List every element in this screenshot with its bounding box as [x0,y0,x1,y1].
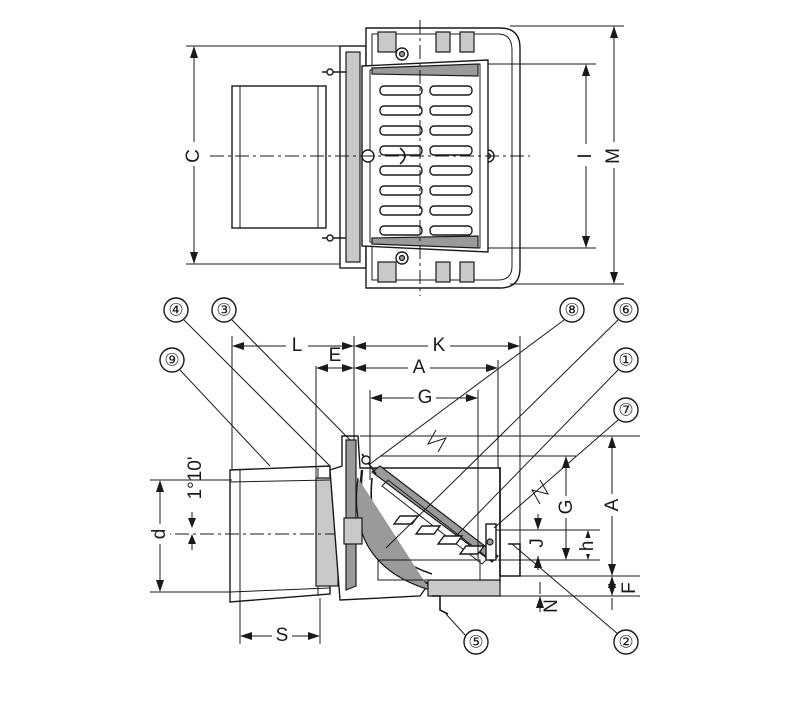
grate-slot [379,165,423,176]
dim-label-S: S [276,625,289,646]
grate-slot [429,145,473,156]
grate-slot [429,85,473,96]
grate-slot [379,125,423,136]
side-view: L E K A [149,297,640,655]
dim-label-G: G [418,387,433,408]
dim-M: M [510,25,625,285]
top-flange [322,45,367,269]
grate-slot [429,205,473,216]
dim-d: d [149,479,232,593]
callout-label-2: ② [618,632,633,651]
dim-label-G-right: G [556,500,577,515]
grate-slot [379,145,423,156]
dim-C: C [183,45,340,265]
dim-L: L [231,334,355,470]
dim-h: h [496,529,600,561]
grate-slot [379,225,423,236]
callout-label-8: ⑧ [564,300,579,319]
callout-label-5: ⑤ [468,632,483,651]
dim-I: I [488,63,596,249]
dim-label-L: L [292,335,303,356]
callout-label-6: ⑥ [618,300,633,319]
dim-label-C: C [183,149,204,163]
grate-slot [379,105,423,116]
dim-N: N [536,582,562,613]
callout-label-1: ① [618,350,633,369]
dim-A-right: A [360,435,640,577]
callout-6: ⑥ [385,297,639,549]
dim-J: J [520,514,548,570]
dim-label-K: K [433,335,446,356]
top-pipe [231,85,327,229]
dim-label-d: d [149,529,170,540]
dim-label-E: E [329,345,342,366]
dim-label-J: J [527,538,548,548]
grate-slot [429,165,473,176]
dim-S: S [239,598,321,646]
callout-8: ⑧ [369,297,585,465]
top-view: C I M [183,20,625,296]
dim-A: A [354,356,499,468]
callout-9: ⑨ [159,347,271,467]
grate-slot [379,205,423,216]
callout-label-9: ⑨ [164,350,179,369]
callout-7: ⑦ [493,397,639,529]
dim-label-M: M [603,148,624,164]
dim-E: E [315,345,354,478]
side-body [329,435,521,615]
dim-slope: 1°10' [185,457,206,550]
dim-label-A-right: A [602,498,623,511]
callout-2: ② [511,543,639,655]
dim-F: F [500,576,640,610]
grate-slot [429,105,473,116]
callout-4: ④ [163,297,331,467]
side-grate-slot [414,525,442,535]
dim-G: G [369,386,479,560]
grate-slot [429,185,473,196]
dim-G-right: G [380,455,578,560]
grate-slot [379,185,423,196]
callout-label-4: ④ [168,300,183,319]
dim-label-I: I [575,153,596,158]
callout-label-3: ③ [216,300,231,319]
callout-3: ③ [211,297,351,441]
grate-slot [429,225,473,236]
top-grate [361,59,489,253]
callout-1: ① [455,347,639,537]
grate-slot [429,125,473,136]
grate-slot [379,85,423,96]
dim-label-slope: 1°10' [185,457,206,500]
dim-label-h: h [577,541,598,552]
dim-label-F: F [619,582,640,594]
callout-5: ⑤ [445,613,489,655]
callout-label-7: ⑦ [618,400,633,419]
dim-K: K [354,334,521,576]
callouts: ④ ③ ⑨ ⑧ ⑥ [159,297,639,655]
dim-label-A: A [413,357,426,378]
dim-label-N: N [541,599,562,613]
